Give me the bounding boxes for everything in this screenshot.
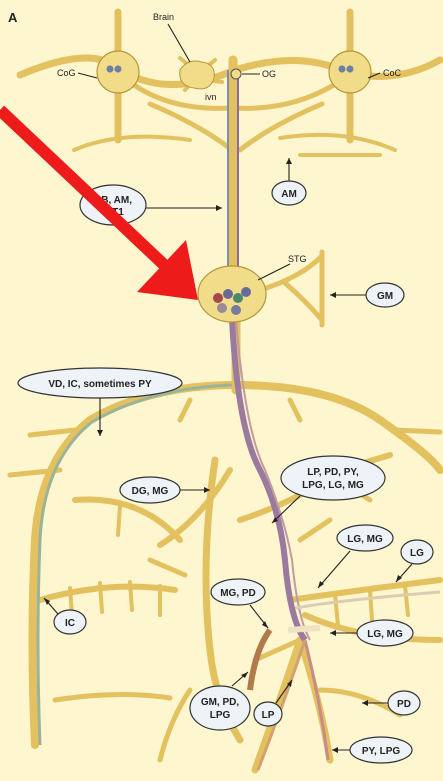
bubble-vd-ic-py: VD, IC, sometimes PY xyxy=(18,368,182,436)
bubble-gm-pd-lpg: GM, PD, LPG xyxy=(190,672,250,730)
bubble-pd-text: PD xyxy=(397,699,411,710)
bubble-gm-pd-lpg-line1: GM, PD, xyxy=(201,697,240,708)
bubble-mg-pd: MG, PD xyxy=(211,579,268,628)
bubble-dg-mg: DG, MG xyxy=(120,477,210,503)
bubble-vd-ic-py-text: VD, IC, sometimes PY xyxy=(48,379,152,390)
cog-label: CoG xyxy=(57,68,76,78)
og-label: OG xyxy=(262,69,276,79)
bubble-lg-text: LG xyxy=(410,548,424,559)
ivn-label: ivn xyxy=(205,92,217,102)
bubble-lg-mg-2-text: LG, MG xyxy=(367,629,403,640)
stg-label: STG xyxy=(288,254,307,264)
bubble-lp-pd-py-line1: LP, PD, PY, xyxy=(307,467,359,478)
panel-letter: A xyxy=(8,10,18,25)
bubble-py-lpg-text: PY, LPG xyxy=(362,746,401,757)
bubble-lg: LG xyxy=(396,540,433,582)
bubble-lp-pd-py: LP, PD, PY, LPG, LG, MG xyxy=(272,456,385,523)
bubble-gm-top-text: GM xyxy=(377,291,393,302)
bubble-lp-text: LP xyxy=(262,710,275,721)
brain-label: Brain xyxy=(153,12,174,22)
bubble-mg-pd-text: MG, PD xyxy=(220,588,256,599)
bubble-dg-mg-text: DG, MG xyxy=(132,486,169,497)
bubble-am: AM xyxy=(272,158,306,205)
bubble-ic: IC xyxy=(44,598,86,634)
coc-label: CoC xyxy=(383,68,402,78)
bubble-ic-text: IC xyxy=(65,618,75,629)
bubble-gm-pd-lpg-line2: LPG xyxy=(210,710,231,721)
bubble-lg-mg-2: LG, MG xyxy=(330,620,413,646)
bubble-lp-pd-py-line2: LPG, LG, MG xyxy=(302,480,364,491)
bubble-gm-top: GM xyxy=(330,283,404,307)
bubble-py-lpg: PY, LPG xyxy=(332,737,412,763)
bubble-lg-mg-1-text: LG, MG xyxy=(347,534,383,545)
og-ganglion xyxy=(231,69,241,79)
bubble-am-text: AM xyxy=(281,189,297,200)
bubble-lg-mg-1: LG, MG xyxy=(318,525,393,588)
